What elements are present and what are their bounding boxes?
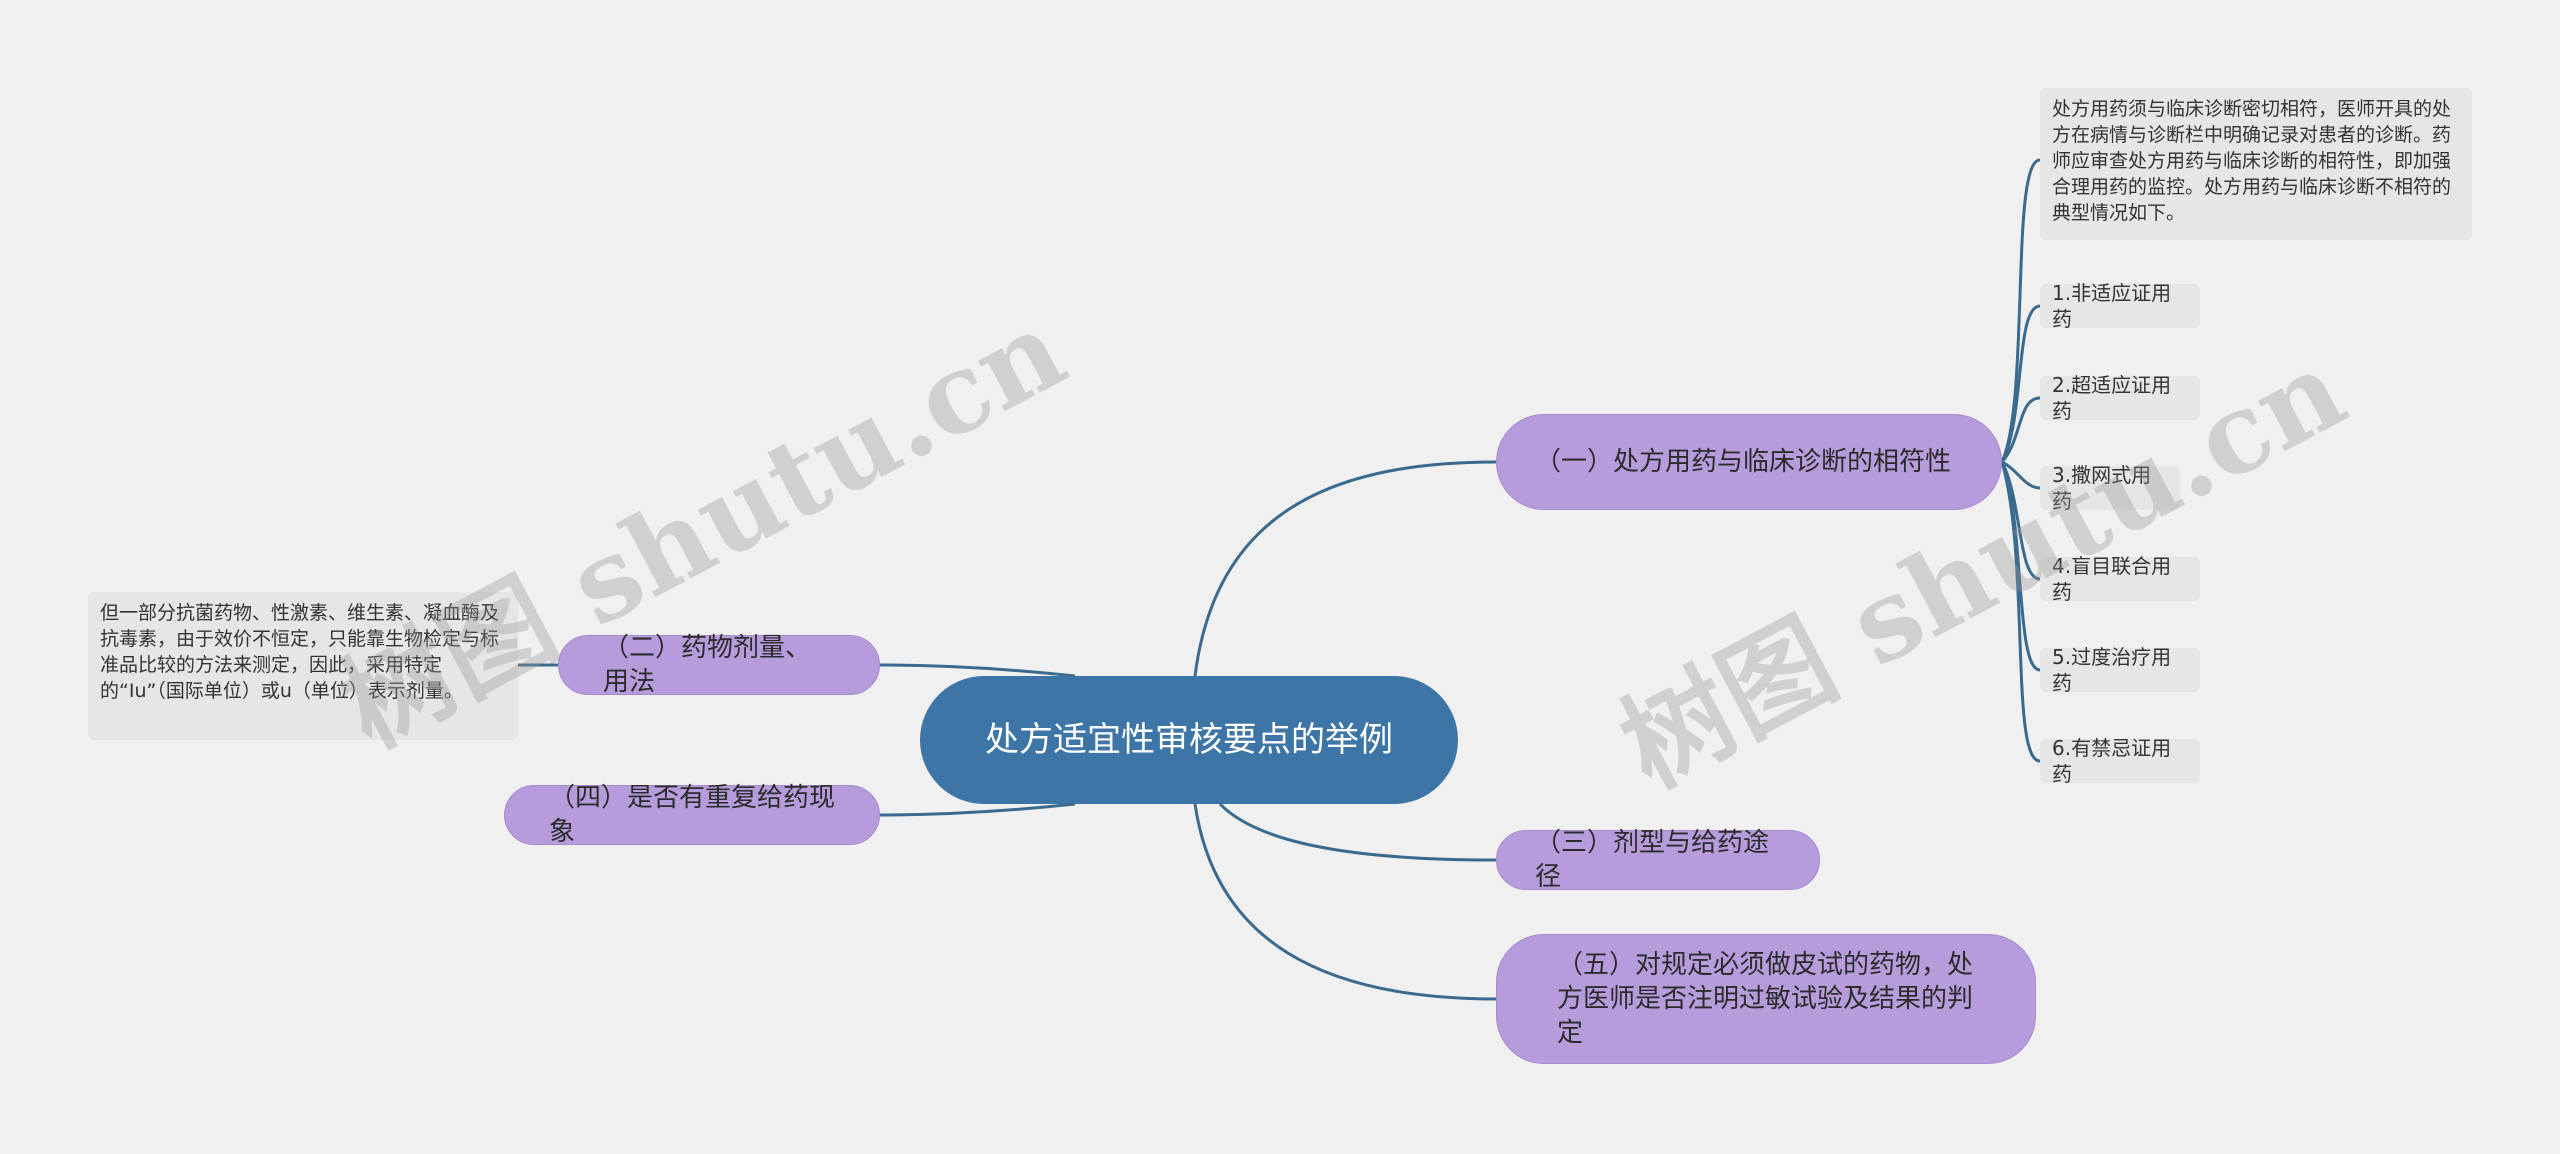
branch-1-item-5-label: 5.过度治疗用药	[2052, 645, 2172, 695]
branch-2-note[interactable]: 但一部分抗菌药物、性激素、维生素、凝血酶及抗毒素，由于效价不恒定，只能靠生物检定…	[88, 592, 518, 740]
edge-root-b2	[879, 663, 1076, 678]
edge-b1-note	[2000, 158, 2041, 463]
branch-1-item-6-label: 6.有禁忌证用药	[2052, 736, 2172, 786]
branch-1-item-4[interactable]: 4.盲目联合用药	[2040, 554, 2200, 604]
root-topic[interactable]: 处方适宜性审核要点的举例	[920, 676, 1458, 804]
branch-1-item-2-label: 2.超适应证用药	[2052, 373, 2172, 423]
branch-1-item-4-label: 4.盲目联合用药	[2052, 554, 2172, 604]
branch-2-note-text: 但一部分抗菌药物、性激素、维生素、凝血酶及抗毒素，由于效价不恒定，只能靠生物检定…	[100, 602, 500, 702]
branch-2[interactable]: （二）药物剂量、用法	[558, 633, 880, 697]
branch-1-item-1[interactable]: 1.非适应证用药	[2040, 281, 2200, 331]
branch-1-note-text: 处方用药须与临床诊断密切相符，医师开具的处方在病情与诊断栏中明确记录对患者的诊断…	[2052, 98, 2452, 224]
branch-1-item-5[interactable]: 5.过度治疗用药	[2040, 645, 2200, 695]
branch-1-item-2[interactable]: 2.超适应证用药	[2040, 373, 2200, 423]
edge-b1-item1	[2000, 304, 2041, 463]
branch-5-label: （五）对规定必须做皮试的药物，处方医师是否注明过敏试验及结果的判定	[1557, 950, 1974, 1048]
edge-root-b3	[1218, 802, 1497, 862]
branch-2-label: （二）药物剂量、用法	[603, 633, 812, 697]
edge-b1-item2	[2000, 396, 2041, 464]
edge-root-b1	[1193, 460, 1497, 677]
branch-1-item-3[interactable]: 3.撒网式用药	[2040, 463, 2180, 513]
edge-b1-item3	[2001, 460, 2041, 490]
branch-4-label: （四）是否有重复给药现象	[549, 783, 836, 847]
edge-root-b5	[1193, 803, 1497, 1001]
branch-1[interactable]: （一）处方用药与临床诊断的相符性	[1496, 414, 2002, 510]
branch-1-item-1-label: 1.非适应证用药	[2052, 281, 2172, 331]
branch-5[interactable]: （五）对规定必须做皮试的药物，处方医师是否注明过敏试验及结果的判定	[1496, 934, 2036, 1064]
branch-4[interactable]: （四）是否有重复给药现象	[504, 783, 880, 847]
branch-1-item-6[interactable]: 6.有禁忌证用药	[2040, 736, 2200, 786]
branch-3[interactable]: （三）剂型与给药途径	[1496, 828, 1820, 892]
edge-b1-item6	[2000, 461, 2041, 763]
edge-root-b4	[879, 802, 1076, 817]
branch-1-note[interactable]: 处方用药须与临床诊断密切相符，医师开具的处方在病情与诊断栏中明确记录对患者的诊断…	[2040, 88, 2472, 240]
root-topic-label: 处方适宜性审核要点的举例	[985, 720, 1393, 760]
branch-3-label: （三）剂型与给药途径	[1535, 828, 1770, 892]
branch-1-label: （一）处方用药与临床诊断的相符性	[1535, 447, 1952, 477]
branch-1-item-3-label: 3.撒网式用药	[2052, 463, 2152, 513]
